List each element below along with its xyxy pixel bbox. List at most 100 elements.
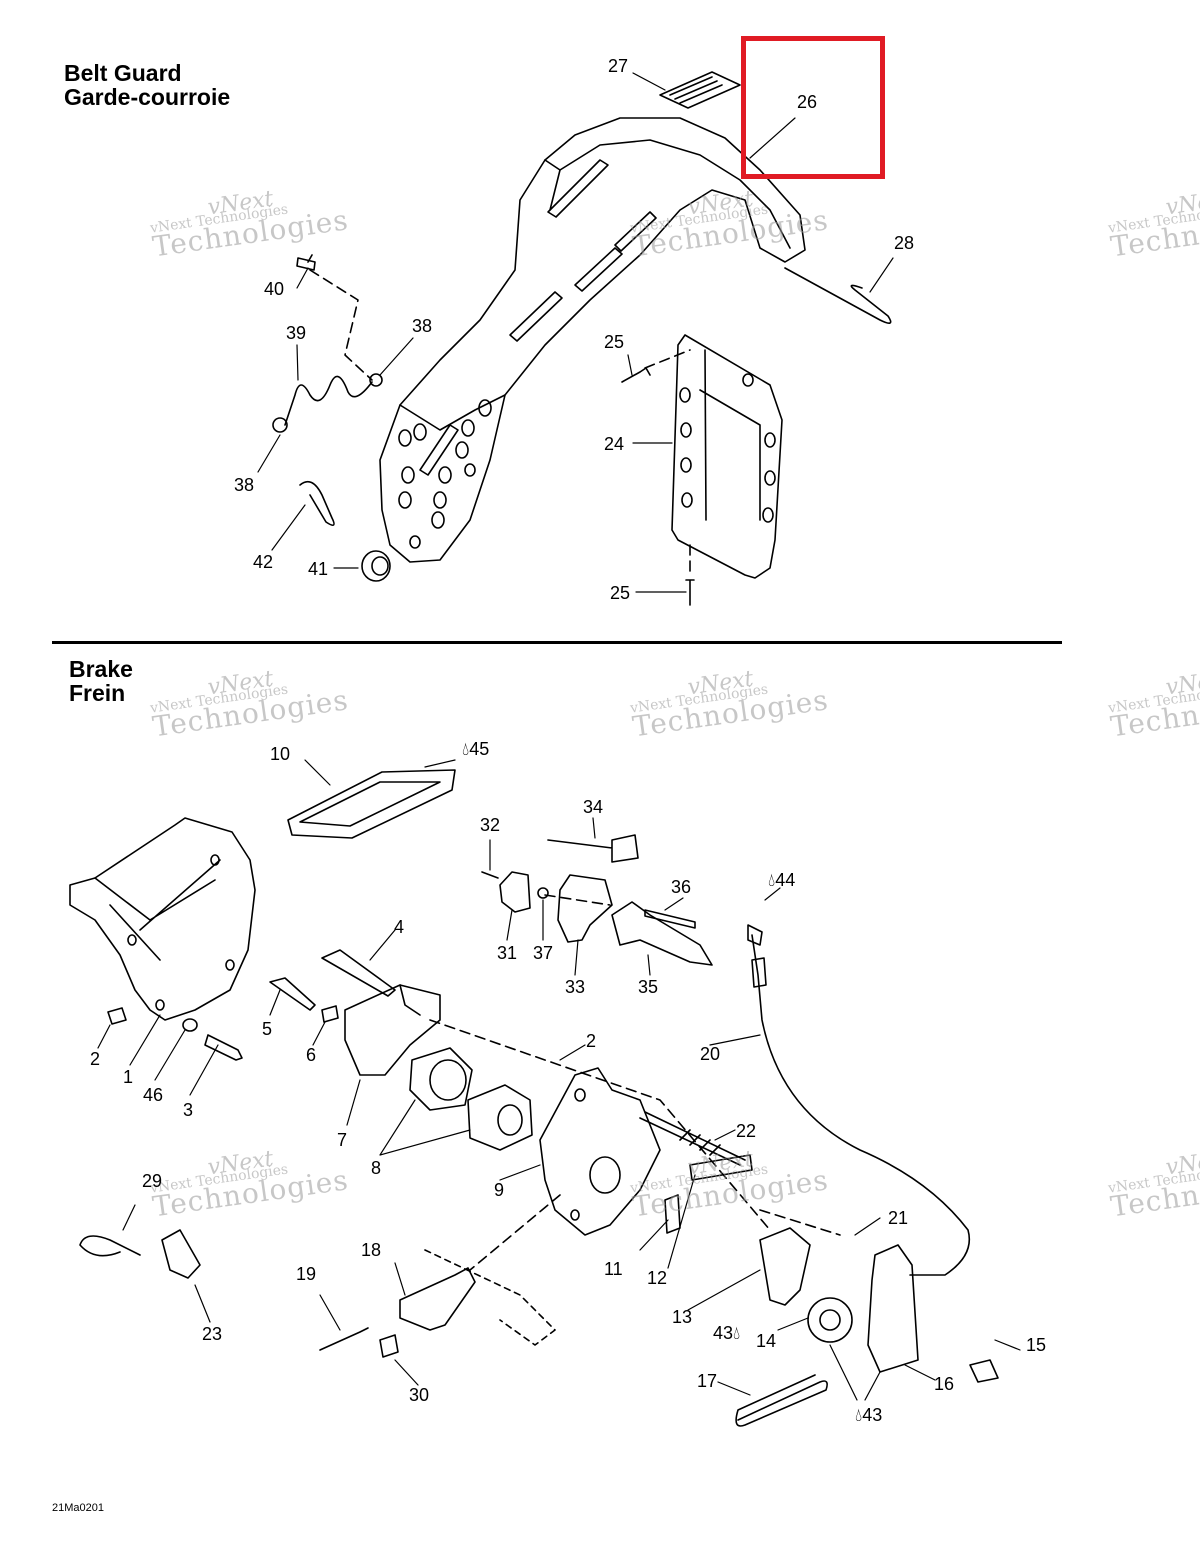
callout-15: 15	[1026, 1335, 1047, 1355]
callout-38: 38	[234, 475, 255, 495]
bracket-part-1	[69, 817, 256, 1021]
callout-38: 38	[412, 316, 433, 336]
brake-title-fr: Frein	[69, 680, 126, 706]
nut-part-2	[107, 1007, 127, 1025]
callout-43: 💧︎43	[855, 1405, 883, 1425]
callout-40: 40	[264, 279, 285, 299]
document-code: 21Ma0201	[52, 1502, 104, 1514]
clip-part-15	[969, 1359, 999, 1383]
callout-13: 13	[672, 1307, 693, 1327]
callout-25: 25	[604, 332, 625, 352]
part-12	[689, 1154, 753, 1181]
seal-part-10	[287, 769, 456, 839]
washer-part-46	[182, 1018, 198, 1032]
callout-14: 14	[756, 1331, 777, 1351]
callout-45-number: 45	[469, 739, 490, 759]
rod-part-22	[639, 1111, 746, 1166]
belt-guard-slot	[547, 159, 609, 218]
bolt-part-4	[321, 949, 396, 997]
callout-41: 41	[308, 559, 329, 579]
callout-28: 28	[894, 233, 915, 253]
callout-35: 35	[638, 977, 659, 997]
grommet-part-41	[361, 550, 391, 582]
callout-37: 37	[533, 943, 554, 963]
cable-tie-part-29	[79, 1235, 141, 1257]
callout-19: 19	[296, 1264, 317, 1284]
clip-part-13	[759, 1227, 811, 1306]
belt-guard-slot	[419, 424, 459, 476]
callout-32: 32	[480, 815, 501, 835]
callout-17: 17	[697, 1371, 718, 1391]
lever-part-9	[539, 1067, 661, 1236]
callout-18: 18	[361, 1240, 382, 1260]
clip-part-42	[299, 480, 335, 526]
belt-guard-slot	[614, 211, 657, 252]
callout-3: 3	[183, 1100, 194, 1120]
screw-part-32	[481, 871, 499, 879]
brake-title-en: Brake	[69, 656, 133, 682]
callout-25: 25	[610, 583, 631, 603]
pad-part-8	[409, 1047, 473, 1111]
callout-45: 💧︎45	[462, 739, 490, 759]
callout-22: 22	[736, 1121, 757, 1141]
switch-part-34	[547, 834, 639, 863]
callout-4: 4	[394, 917, 405, 937]
callout-5: 5	[262, 1019, 273, 1039]
callout-29: 29	[142, 1171, 163, 1191]
pad-part-8	[467, 1084, 533, 1151]
callout-31: 31	[497, 943, 518, 963]
belt-guard-title-en: Belt Guard	[64, 60, 182, 86]
bolt-part-30	[379, 1334, 399, 1358]
callout-6: 6	[306, 1045, 317, 1065]
callout-8: 8	[371, 1158, 382, 1178]
callout-43-number: 43	[862, 1405, 883, 1425]
callout-11: 11	[604, 1259, 623, 1279]
callout-44-number: 44	[775, 870, 796, 890]
belt-guard-slot	[574, 247, 623, 292]
callout-43-number: 43	[713, 1323, 734, 1343]
callout-26: 26	[797, 92, 818, 112]
callout-46: 46	[143, 1085, 164, 1105]
callout-30: 30	[409, 1385, 430, 1405]
cover-part-31	[499, 871, 531, 913]
hairpin-part-28	[784, 267, 892, 324]
callout-43: 43💧︎	[713, 1323, 741, 1343]
decal-part-27	[659, 71, 741, 109]
washer-part-37	[537, 887, 549, 899]
callout-44: 💧︎44	[768, 870, 796, 890]
pin-part-36	[644, 909, 696, 929]
screw-part-25	[621, 367, 651, 383]
callout-9: 9	[494, 1180, 505, 1200]
belt-guard-body	[379, 117, 806, 563]
callout-36: 36	[671, 877, 692, 897]
bracket-part-16	[867, 1244, 919, 1373]
nut-part-6	[321, 1005, 339, 1023]
part-11	[664, 1194, 681, 1234]
plate-part-23	[161, 1229, 201, 1279]
plate-part-24	[671, 334, 783, 579]
bolt-part-5	[269, 977, 316, 1011]
spring-part-17	[735, 1374, 828, 1427]
callout-2: 2	[90, 1049, 101, 1069]
callout-10: 10	[270, 744, 291, 764]
callout-23: 23	[202, 1324, 223, 1344]
section-divider	[52, 641, 1062, 644]
callout-24: 24	[604, 434, 625, 454]
belt-guard-title: Belt Guard Garde-courroie	[64, 61, 230, 109]
belt-guard-slot	[509, 291, 563, 342]
bracket-part-18	[399, 1267, 476, 1331]
callout-20: 20	[700, 1044, 721, 1064]
callout-39: 39	[286, 323, 307, 343]
screw-part-40	[296, 254, 316, 271]
screw-part-25	[685, 579, 695, 606]
callout-21: 21	[888, 1208, 909, 1228]
callout-16: 16	[934, 1374, 955, 1394]
belt-guard-drawing	[257, 71, 894, 606]
master-cylinder-part-33	[557, 874, 613, 943]
ground-cable-part-39	[284, 375, 373, 426]
callout-2: 2	[586, 1031, 597, 1051]
screw-part-19	[319, 1327, 369, 1351]
sprocket-part-14	[807, 1297, 853, 1343]
brake-title: Brake Frein	[69, 657, 133, 705]
